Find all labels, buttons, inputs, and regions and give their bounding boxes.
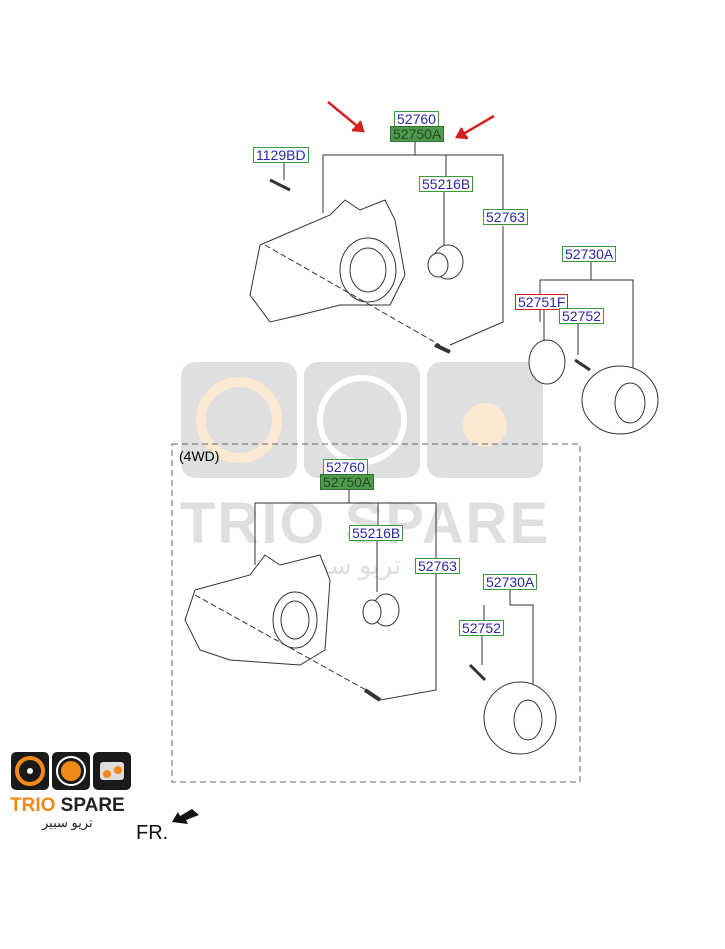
logo-text: TRIO SPARE: [10, 795, 125, 817]
part-label-52730A[interactable]: 52730A: [562, 246, 617, 262]
part-label-52760-4wd[interactable]: 52760: [323, 459, 368, 475]
part-label-52763[interactable]: 52763: [483, 209, 528, 225]
part-label-52763-4wd[interactable]: 52763: [415, 558, 460, 574]
red-arrow-icon: [327, 101, 365, 133]
part-label-52752-4wd[interactable]: 52752: [459, 620, 504, 636]
part-label-52750A-highlighted[interactable]: 52750A: [390, 126, 445, 142]
part-label-55216B[interactable]: 55216B: [419, 176, 474, 192]
red-arrow-icon: [454, 114, 495, 140]
part-label-52750A-4wd-highlighted[interactable]: 52750A: [320, 474, 375, 490]
part-label-1129BD[interactable]: 1129BD: [253, 147, 309, 163]
logo-brand-secondary: SPARE: [60, 795, 125, 816]
logo-brand-primary: TRIO: [10, 795, 56, 816]
part-label-52760[interactable]: 52760: [394, 111, 439, 127]
part-label-52751F[interactable]: 52751F: [515, 294, 569, 310]
part-label-52752[interactable]: 52752: [559, 308, 604, 324]
front-direction-label: FR.: [136, 822, 169, 844]
variant-label: (4WD): [179, 448, 220, 464]
watermark-text: TRIO SPARE: [180, 491, 551, 556]
logo-arabic: تريو سبير: [42, 815, 93, 830]
part-label-52730A-4wd[interactable]: 52730A: [483, 574, 538, 590]
part-label-55216B-4wd[interactable]: 55216B: [349, 525, 404, 541]
